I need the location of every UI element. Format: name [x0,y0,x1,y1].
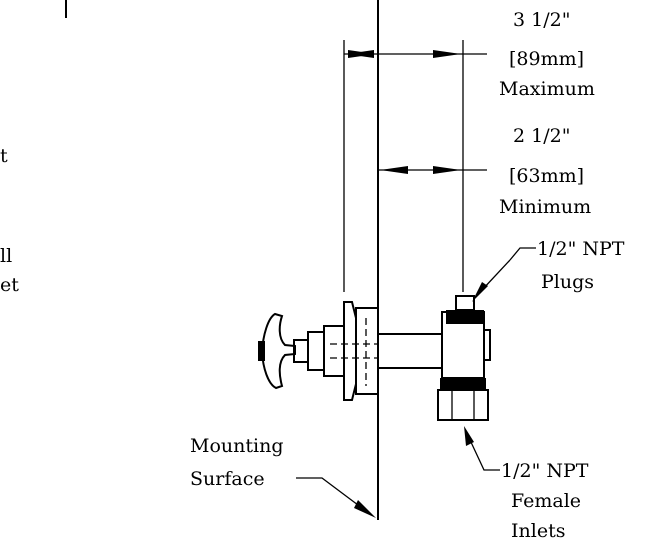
min-metric: [63mm] [509,165,584,187]
max-metric: [89mm] [509,48,584,70]
dimension-maximum [344,50,487,58]
inlet-threads [440,378,486,390]
min-label: Minimum [499,196,591,218]
plug-threads [446,310,484,324]
plugs-label-line1: 1/2" NPT [537,238,625,260]
max-label: Maximum [499,78,595,100]
escutcheon [343,301,357,401]
inlets-leader [464,426,500,471]
cropped-text-b: ll [0,245,12,267]
handle-cap [258,341,265,361]
max-fraction: 3 1/2" [513,9,570,31]
bonnet-nut [307,331,325,371]
surface-label-line2: Surface [190,468,265,490]
plugs-leader [472,247,536,302]
inlets-label-line3: Inlets [511,520,565,542]
surface-leader [296,477,376,518]
cropped-text-a: t [0,145,8,167]
body-pipe [377,333,443,369]
inlets-label-line1: 1/2" NPT [501,460,589,482]
plug-head [455,295,475,311]
inlet-nut [437,389,489,421]
cropped-text-c: et [0,274,19,296]
stem-nut [293,339,309,363]
min-fraction: 2 1/2" [513,125,570,147]
surface-label-line1: Mounting [190,435,283,457]
dimension-minimum [378,166,487,174]
valve-assembly [258,295,491,421]
inlets-label-line2: Female [511,490,581,512]
plugs-label-line2: Plugs [541,271,594,293]
cross-handle [260,312,296,390]
bonnet [323,325,345,377]
wall-sleeve [355,307,379,395]
